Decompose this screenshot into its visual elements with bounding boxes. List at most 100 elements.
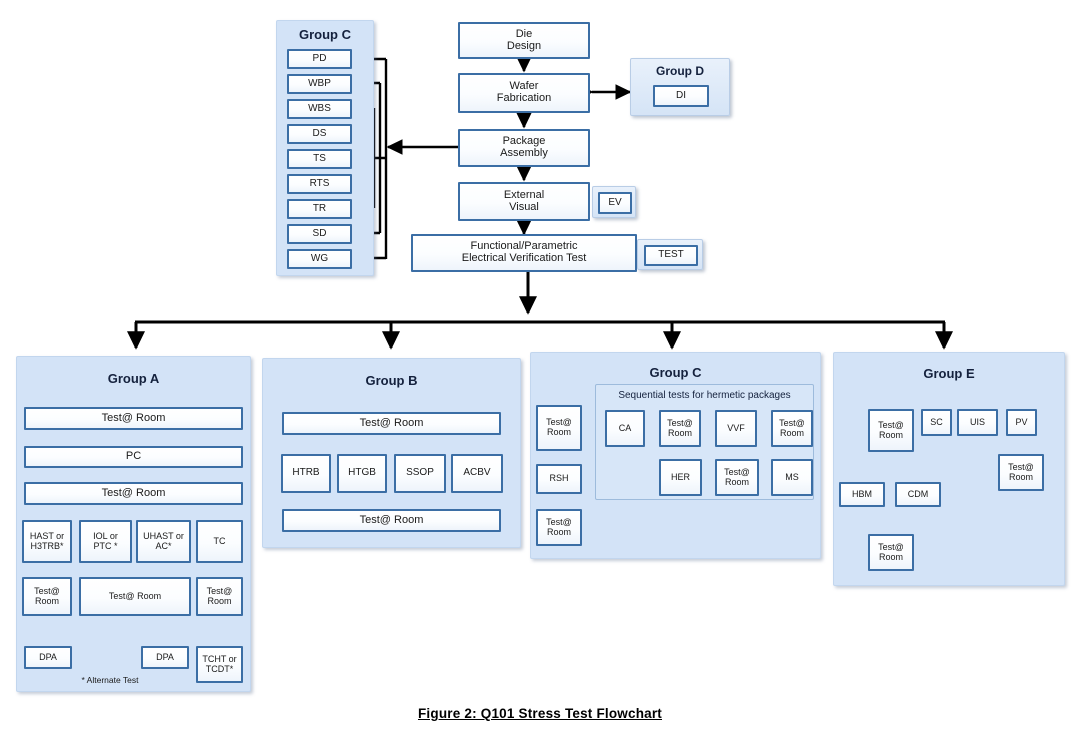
group-c-seq-test-room-2[interactable]: Test@ Room [771, 410, 813, 447]
group-c-seq-test-room-3[interactable]: Test@ Room [715, 459, 759, 496]
group-a-title: Group A [107, 371, 160, 386]
node-die-design[interactable]: Die Design [458, 22, 590, 59]
group-c-top-item-sd[interactable]: SD [287, 224, 352, 244]
group-c-top-item-ds-label: DS [312, 127, 327, 139]
figure-caption: Figure 2: Q101 Stress Test Flowchart [417, 706, 663, 721]
group-c-top-title: Group C [299, 27, 351, 42]
group-c-top-item-wg[interactable]: WG [287, 249, 352, 269]
node-external-visual[interactable]: External Visual [458, 182, 590, 221]
group-c-top-item-ds[interactable]: DS [287, 124, 352, 144]
group-a-stress-uhast-label: UHAST or AC* [143, 530, 184, 551]
group-a-post-test-1[interactable]: Test@ Room [22, 577, 72, 616]
group-c-top-item-pd-label: PD [312, 52, 327, 64]
group-c-top-item-wg-label: WG [310, 252, 329, 264]
group-a-stress-tc[interactable]: TC [196, 520, 243, 563]
group-b-test-room-top[interactable]: Test@ Room [282, 412, 501, 435]
group-c-top-item-ts[interactable]: TS [287, 149, 352, 169]
group-c-top-item-rts-label: RTS [309, 177, 330, 189]
ev-badge-label: EV [608, 196, 622, 208]
group-a-stress-uhast[interactable]: UHAST or AC* [136, 520, 191, 563]
group-a-test-room-1[interactable]: Test@ Room [24, 407, 243, 430]
group-c-seq-test-room-1-label: Test@ Room [667, 417, 693, 438]
group-c-seq-ms[interactable]: MS [771, 459, 813, 496]
group-b-stress-ssop-label: SSOP [406, 467, 434, 479]
group-c-top-item-wbs-label: WBS [308, 102, 331, 114]
group-c-top-item-tr-label: TR [312, 202, 327, 214]
group-c-top-item-rts[interactable]: RTS [287, 174, 352, 194]
group-d-item-di[interactable]: DI [653, 85, 709, 107]
group-b-stress-acbv-label: ACBV [463, 467, 491, 479]
group-e-cdm[interactable]: CDM [895, 482, 941, 507]
group-e-title: Group E [923, 366, 975, 381]
group-b-stress-ssop[interactable]: SSOP [394, 454, 446, 493]
group-c-top-item-wbs[interactable]: WBS [287, 99, 352, 119]
group-c-seq-vvf[interactable]: VVF [715, 410, 757, 447]
group-c-seq-test-room-2-label: Test@ Room [779, 417, 805, 438]
group-c-seq-her[interactable]: HER [659, 459, 702, 496]
group-a-stress-iol[interactable]: IOL or PTC * [79, 520, 132, 563]
group-b-stress-htgb[interactable]: HTGB [337, 454, 387, 493]
group-a-final-tcht[interactable]: TCHT or TCDT* [196, 646, 243, 683]
group-b-title: Group B [365, 373, 418, 388]
group-a-stress-tc-label: TC [213, 535, 226, 546]
group-e-pv-test-room-label: Test@ Room [1008, 461, 1034, 482]
test-badge-label: TEST [658, 249, 684, 261]
group-c-left-test-room-1[interactable]: Test@ Room [536, 405, 582, 451]
group-a-test-room-1-label: Test@ Room [101, 411, 166, 424]
group-c-seq-ca-label: CA [618, 422, 632, 433]
group-c-top-item-sd-label: SD [312, 227, 327, 239]
group-e-hbm[interactable]: HBM [839, 482, 885, 507]
group-a-pc-label: PC [125, 450, 142, 463]
group-a-final-tcht-label: TCHT or TCDT* [202, 653, 237, 674]
group-a-final-dpa-1[interactable]: DPA [24, 646, 72, 669]
group-a-stress-hast[interactable]: HAST or H3TRB* [22, 520, 72, 563]
group-b-test-room-bottom[interactable]: Test@ Room [282, 509, 501, 532]
group-e-esd-test-room[interactable]: Test@ Room [868, 534, 914, 571]
group-c-top-item-wbp[interactable]: WBP [287, 74, 352, 94]
group-c-left-test-room-2[interactable]: Test@ Room [536, 509, 582, 546]
group-e-sc[interactable]: SC [921, 409, 952, 436]
group-a-post-test-2[interactable]: Test@ Room [79, 577, 191, 616]
group-e-uis-label: UIS [969, 416, 985, 427]
group-b-stress-htrb-label: HTRB [292, 467, 320, 479]
group-a-pc[interactable]: PC [24, 446, 243, 468]
group-a-post-test-3[interactable]: Test@ Room [196, 577, 243, 616]
group-b-stress-htgb-label: HTGB [348, 467, 376, 479]
group-c-top-item-pd[interactable]: PD [287, 49, 352, 69]
group-b-test-room-top-label: Test@ Room [359, 416, 424, 429]
group-c-left-rsh[interactable]: RSH [536, 464, 582, 494]
group-c-left-test-room-1-label: Test@ Room [546, 417, 572, 437]
group-c-seq-test-room-1[interactable]: Test@ Room [659, 410, 701, 447]
group-e-pv-test-room[interactable]: Test@ Room [998, 454, 1044, 491]
group-c-seq-ms-label: MS [785, 471, 799, 482]
group-e-test-room-top-label: Test@ Room [878, 419, 904, 440]
group-c-top-item-tr[interactable]: TR [287, 199, 352, 219]
group-a-final-dpa-2[interactable]: DPA [141, 646, 189, 669]
group-b-stress-htrb[interactable]: HTRB [281, 454, 331, 493]
node-functional-test[interactable]: Functional/Parametric Electrical Verific… [411, 234, 637, 272]
group-c-seq-ca[interactable]: CA [605, 410, 645, 447]
node-package-assembly[interactable]: Package Assembly [458, 129, 590, 167]
ev-badge-panel: EV [592, 186, 636, 218]
group-d-title: Group D [656, 64, 704, 78]
group-e-esd-test-room-label: Test@ Room [878, 541, 904, 562]
group-b-stress-acbv[interactable]: ACBV [451, 454, 503, 493]
group-e-uis[interactable]: UIS [957, 409, 998, 436]
group-c-seq-test-room-3-label: Test@ Room [724, 466, 750, 487]
group-c-top-item-ts-label: TS [313, 152, 326, 164]
group-e-test-room-top[interactable]: Test@ Room [868, 409, 914, 452]
group-a-post-test-2-label: Test@ Room [108, 590, 162, 601]
group-a-test-room-2-label: Test@ Room [101, 486, 166, 499]
test-badge[interactable]: TEST [644, 245, 698, 266]
ev-badge[interactable]: EV [598, 192, 632, 214]
group-c-top-item-wbp-label: WBP [308, 77, 331, 89]
group-e-pv-label: PV [1015, 416, 1028, 427]
group-c-seq-vvf-label: VVF [727, 422, 745, 433]
group-e-sc-label: SC [930, 416, 943, 427]
group-d-item-di-label: DI [676, 89, 686, 101]
group-e-pv[interactable]: PV [1006, 409, 1037, 436]
group-a-test-room-2[interactable]: Test@ Room [24, 482, 243, 505]
node-wafer-fabrication[interactable]: Wafer Fabrication [458, 73, 590, 113]
node-package-assembly-label: Package Assembly [500, 135, 548, 159]
